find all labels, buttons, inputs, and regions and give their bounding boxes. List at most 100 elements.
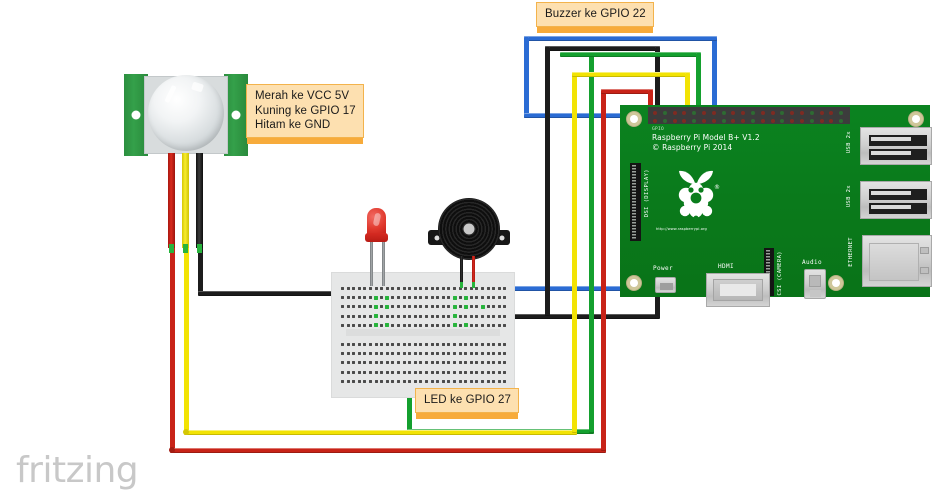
breadboard-hole[interactable] bbox=[352, 305, 356, 309]
breadboard-hole[interactable] bbox=[441, 352, 445, 356]
breadboard-hole[interactable] bbox=[352, 379, 356, 383]
breadboard-hole[interactable] bbox=[481, 314, 484, 318]
gpio-pin[interactable] bbox=[800, 119, 804, 123]
breadboard-hole[interactable] bbox=[380, 352, 384, 356]
breadboard-hole[interactable] bbox=[469, 379, 473, 383]
breadboard-hole[interactable] bbox=[436, 361, 440, 365]
breadboard-hole[interactable] bbox=[425, 287, 428, 290]
usb-port-bottom[interactable] bbox=[860, 181, 932, 219]
breadboard-hole[interactable] bbox=[380, 314, 384, 318]
breadboard-hole[interactable] bbox=[352, 361, 356, 365]
breadboard-hole[interactable] bbox=[357, 361, 361, 365]
breadboard-hole[interactable] bbox=[419, 379, 423, 383]
breadboard-hole[interactable] bbox=[397, 343, 400, 346]
gpio-pin[interactable] bbox=[711, 111, 716, 115]
gpio-pin[interactable] bbox=[780, 111, 785, 115]
breadboard-hole[interactable] bbox=[453, 352, 456, 356]
breadboard-hole[interactable] bbox=[397, 352, 400, 356]
breadboard-hole[interactable] bbox=[402, 305, 406, 309]
breadboard-hole[interactable] bbox=[436, 305, 440, 309]
breadboard-hole[interactable] bbox=[475, 296, 479, 300]
breadboard-hole[interactable] bbox=[441, 314, 445, 318]
breadboard-hole[interactable] bbox=[436, 296, 440, 300]
breadboard-hole[interactable] bbox=[363, 370, 367, 374]
breadboard-hole[interactable] bbox=[481, 352, 484, 356]
breadboard-hole[interactable] bbox=[369, 361, 372, 365]
note-pir-wiring[interactable]: Merah ke VCC 5V Kuning ke GPIO 17 Hitam … bbox=[246, 84, 364, 143]
gpio-pin[interactable] bbox=[800, 111, 804, 115]
breadboard-hole[interactable] bbox=[413, 296, 417, 300]
breadboard-hole[interactable] bbox=[419, 287, 423, 290]
breadboard-hole[interactable] bbox=[397, 323, 400, 327]
breadboard-hole[interactable] bbox=[464, 343, 468, 346]
breadboard-hole[interactable] bbox=[408, 370, 412, 374]
breadboard-hole[interactable] bbox=[503, 361, 507, 365]
breadboard-hole[interactable] bbox=[357, 305, 361, 309]
gpio-pin[interactable] bbox=[829, 111, 834, 115]
breadboard-hole[interactable] bbox=[352, 296, 356, 300]
breadboard-hole[interactable] bbox=[503, 370, 507, 374]
breadboard-hole[interactable] bbox=[346, 343, 350, 346]
breadboard-hole[interactable] bbox=[447, 361, 451, 365]
breadboard-hole[interactable] bbox=[469, 370, 473, 374]
gpio-pin[interactable] bbox=[790, 119, 795, 123]
breadboard-hole[interactable] bbox=[419, 323, 423, 327]
breadboard-hole[interactable] bbox=[374, 287, 378, 290]
breadboard-hole[interactable] bbox=[492, 343, 496, 346]
breadboard-hole[interactable] bbox=[391, 379, 395, 383]
csi-camera-connector[interactable] bbox=[764, 248, 774, 296]
breadboard-hole[interactable] bbox=[486, 323, 490, 327]
breadboard-hole[interactable] bbox=[464, 379, 468, 383]
breadboard-hole[interactable] bbox=[397, 379, 400, 383]
breadboard-hole[interactable] bbox=[497, 352, 501, 356]
breadboard-hole[interactable] bbox=[441, 305, 445, 309]
breadboard-hole[interactable] bbox=[413, 323, 417, 327]
breadboard-hole[interactable] bbox=[413, 379, 417, 383]
breadboard-hole[interactable] bbox=[436, 323, 440, 327]
gpio-pin[interactable] bbox=[692, 111, 697, 115]
gpio-pin[interactable] bbox=[780, 119, 785, 123]
breadboard-hole[interactable] bbox=[464, 361, 468, 365]
breadboard-hole[interactable] bbox=[464, 352, 468, 356]
breadboard-hole[interactable] bbox=[413, 361, 417, 365]
breadboard-hole[interactable] bbox=[492, 296, 496, 300]
breadboard-hole[interactable] bbox=[441, 287, 445, 290]
breadboard-hole[interactable] bbox=[458, 343, 462, 346]
breadboard-hole[interactable] bbox=[453, 370, 456, 374]
gpio-pin[interactable] bbox=[662, 119, 667, 123]
breadboard-hole[interactable] bbox=[341, 314, 344, 318]
breadboard-hole[interactable] bbox=[408, 379, 412, 383]
ethernet-port[interactable] bbox=[862, 235, 932, 287]
breadboard-hole[interactable] bbox=[430, 352, 434, 356]
breadboard-hole[interactable] bbox=[469, 352, 473, 356]
breadboard-hole[interactable] bbox=[475, 370, 479, 374]
breadboard-hole[interactable] bbox=[397, 305, 400, 309]
breadboard-hole[interactable] bbox=[341, 323, 344, 327]
breadboard-hole[interactable] bbox=[352, 343, 356, 346]
breadboard-hole[interactable] bbox=[469, 296, 473, 300]
breadboard-hole[interactable] bbox=[481, 323, 484, 327]
breadboard-hole[interactable] bbox=[402, 314, 406, 318]
breadboard-hole[interactable] bbox=[503, 314, 507, 318]
breadboard-hole[interactable] bbox=[352, 352, 356, 356]
breadboard-hole[interactable] bbox=[469, 314, 473, 318]
breadboard-hole[interactable] bbox=[357, 323, 361, 327]
breadboard-hole[interactable] bbox=[413, 314, 417, 318]
led-red[interactable] bbox=[364, 208, 392, 286]
breadboard-hole[interactable] bbox=[385, 343, 389, 346]
breadboard-hole[interactable] bbox=[453, 361, 456, 365]
breadboard-hole[interactable] bbox=[458, 352, 462, 356]
breadboard-hole[interactable] bbox=[374, 304, 379, 309]
breadboard-hole[interactable] bbox=[497, 314, 501, 318]
usb-port-top[interactable] bbox=[860, 127, 932, 165]
breadboard-hole[interactable] bbox=[380, 296, 384, 300]
breadboard-hole[interactable] bbox=[346, 305, 350, 309]
breadboard-hole[interactable] bbox=[492, 352, 496, 356]
breadboard-hole[interactable] bbox=[453, 343, 456, 346]
breadboard-hole[interactable] bbox=[369, 305, 372, 309]
breadboard-hole[interactable] bbox=[497, 296, 501, 300]
breadboard-hole[interactable] bbox=[503, 352, 507, 356]
breadboard-hole[interactable] bbox=[486, 379, 490, 383]
gpio-pin[interactable] bbox=[731, 119, 736, 123]
breadboard-hole[interactable] bbox=[486, 287, 490, 290]
